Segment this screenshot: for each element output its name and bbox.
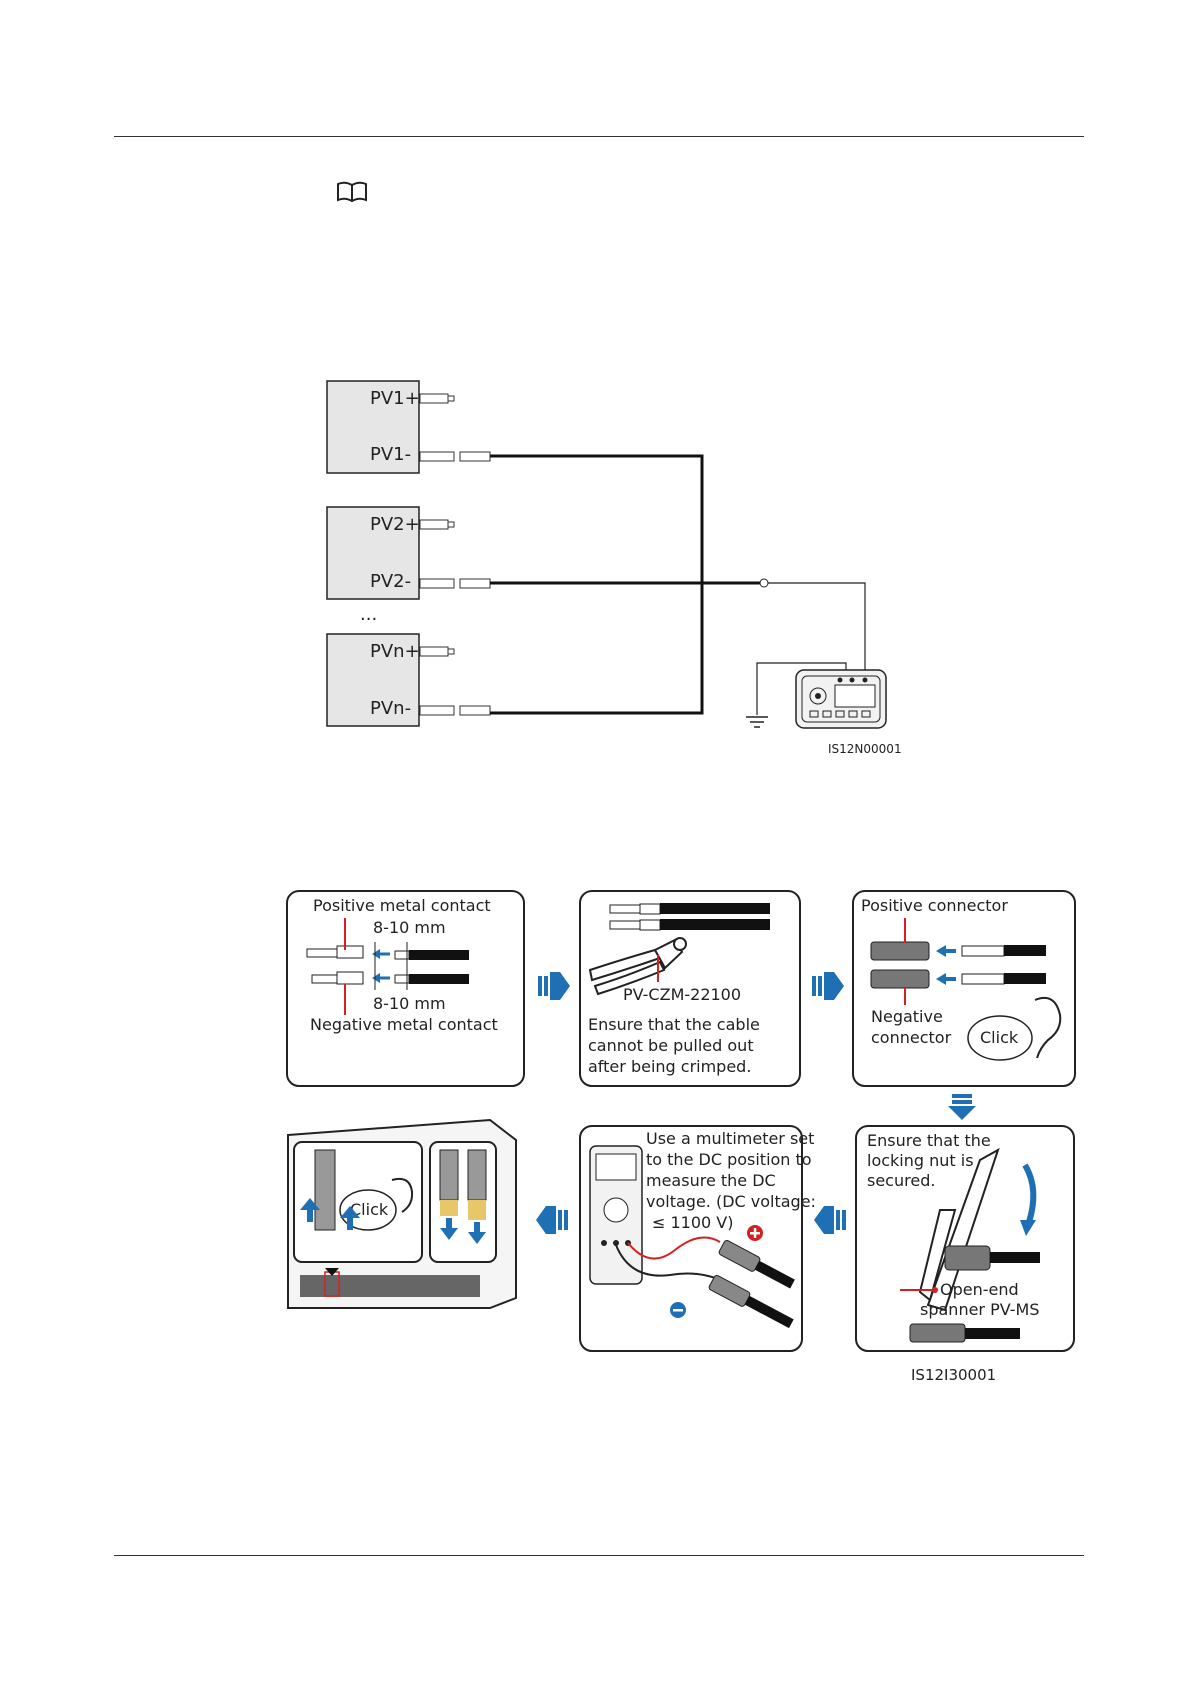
ellipsis: ... (360, 604, 377, 625)
ear-icon (391, 1177, 414, 1213)
negative-metal-contact-label: Negative metal contact (310, 1015, 498, 1034)
panel-inverter-connect: Click (287, 1118, 517, 1309)
insulation-test-diagram: PV1+ PV1- PV2+ PV2- ... PVn+ PVn- (326, 380, 902, 756)
crimping-tool-icon (588, 937, 687, 996)
dim-top-label: 8-10 mm (373, 918, 446, 937)
multimeter-note-line1: Use a multimeter set (646, 1129, 814, 1148)
negative-connector-label-line1: Negative (871, 1007, 943, 1026)
connector-assembly-diagram: Positive metal contact 8-10 mm 8-10 mm N… (286, 890, 1076, 1384)
panel-crimp: PV-CZM-22100 Ensure that the cable canno… (579, 890, 801, 1087)
pvn-plus-label: PVn+ (370, 641, 420, 662)
figure-id-1: IS12N00001 (828, 742, 902, 756)
pv-box-1 (326, 380, 420, 474)
figure-id-2: IS12I30001 (911, 1366, 996, 1384)
header-rule (114, 136, 1084, 137)
spanner-label-line1: Open-end (940, 1280, 1019, 1299)
arrow-down-icon (948, 1094, 976, 1120)
pv-box-n (326, 633, 420, 727)
locking-note-line2: locking nut is (867, 1151, 974, 1170)
arrow-left-icon (814, 1206, 846, 1234)
panel-locking-nut: Ensure that the locking nut is secured. … (855, 1125, 1075, 1352)
click-label-2: Click (350, 1200, 389, 1219)
locking-note-line1: Ensure that the (867, 1131, 991, 1150)
panel-multimeter: Use a multimeter set to the DC position … (579, 1125, 816, 1352)
multimeter-note-line4: voltage. (DC voltage: (646, 1192, 816, 1211)
crimp-tool-label: PV-CZM-22100 (623, 985, 741, 1004)
crimp-note-line1: Ensure that the cable (588, 1015, 760, 1034)
spanner-label-line2: spanner PV-MS (920, 1300, 1039, 1319)
footer-rule (114, 1555, 1084, 1556)
note-book-icon (337, 181, 367, 203)
plus-icon (747, 1225, 763, 1241)
dim-bottom-label: 8-10 mm (373, 994, 446, 1013)
pv1-plus-label: PV1+ (370, 388, 420, 409)
minus-icon (670, 1302, 686, 1318)
positive-connector-label: Positive connector (861, 896, 1008, 915)
ear-icon (1034, 996, 1062, 1059)
multimeter-icon (589, 1145, 643, 1285)
arrow-right-icon (812, 972, 844, 1000)
pv2-minus-label: PV2- (370, 571, 411, 592)
panel-connectors: Positive connector Negative connector Cl… (852, 890, 1076, 1087)
crimp-note-line2: cannot be pulled out (588, 1036, 754, 1055)
positive-metal-contact-label: Positive metal contact (313, 896, 491, 915)
insulation-resistance-tester-icon (795, 669, 887, 729)
click-label-1: Click (980, 1028, 1019, 1047)
multimeter-note-line5: ≤ 1100 V) (652, 1213, 733, 1232)
pv-box-2 (326, 506, 420, 600)
panel-metal-contacts: Positive metal contact 8-10 mm 8-10 mm N… (286, 890, 525, 1087)
crimp-note-line3: after being crimped. (588, 1057, 751, 1076)
arrow-left-icon (536, 1206, 568, 1234)
pv1-minus-label: PV1- (370, 444, 411, 465)
pv2-plus-label: PV2+ (370, 514, 420, 535)
spanner-icon (918, 1147, 1000, 1312)
arrow-right-icon (538, 972, 570, 1000)
pvn-minus-label: PVn- (370, 698, 411, 719)
ground-icon (746, 716, 768, 728)
multimeter-note-line2: to the DC position to (646, 1150, 812, 1169)
multimeter-note-line3: measure the DC (646, 1171, 776, 1190)
negative-connector-label-line2: connector (871, 1028, 952, 1047)
locking-note-line3: secured. (867, 1171, 935, 1190)
